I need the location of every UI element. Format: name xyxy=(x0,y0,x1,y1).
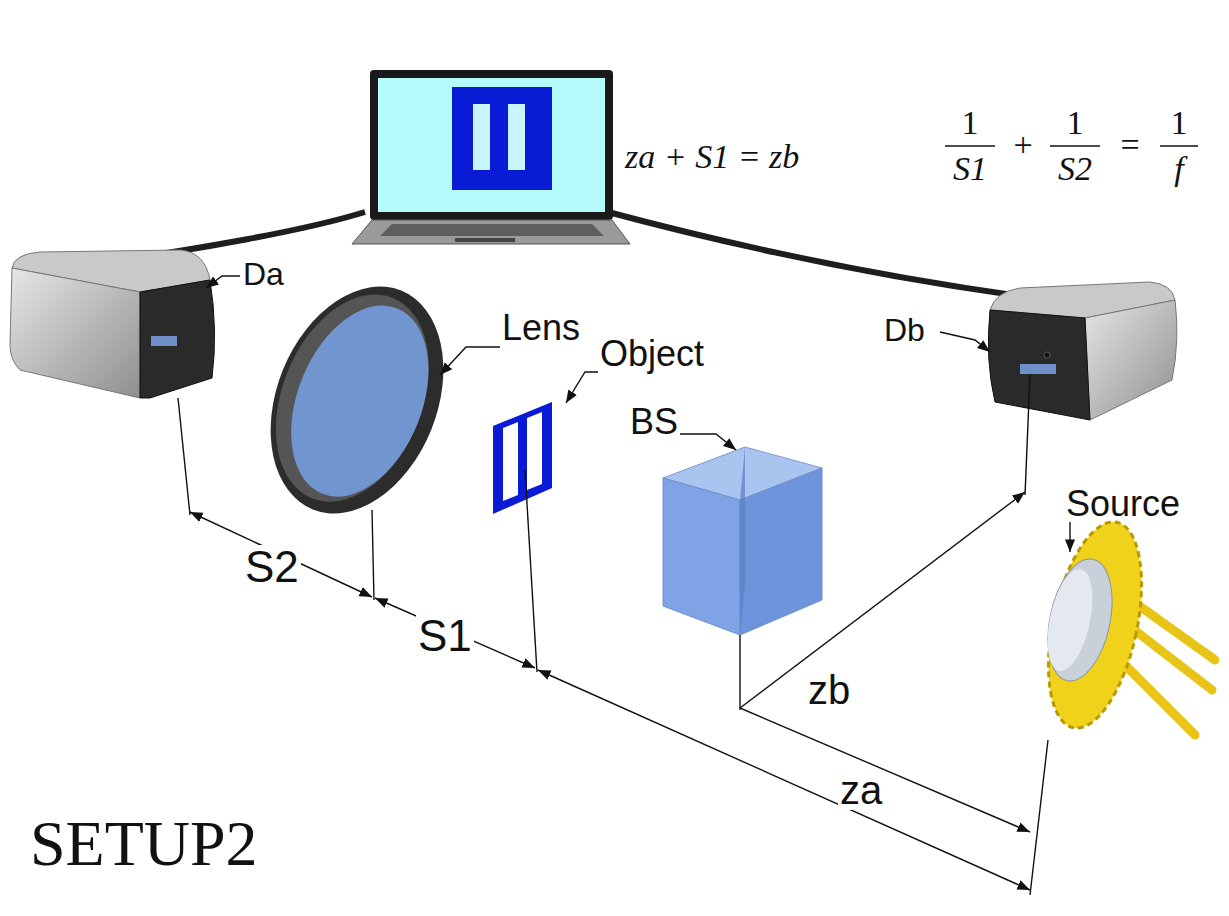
source-flange xyxy=(1032,514,1158,737)
dimension-label: S1 xyxy=(416,614,474,658)
laptop-screen xyxy=(378,78,605,212)
fraction-bar xyxy=(1160,145,1198,147)
dimension-label: za xyxy=(838,770,884,810)
cube-front xyxy=(663,478,740,635)
part-label: Source xyxy=(1066,486,1180,522)
equation-term: f xyxy=(1174,152,1183,186)
source-window xyxy=(1040,565,1101,675)
laptop-touchpad xyxy=(455,238,515,242)
cube-side xyxy=(740,468,822,635)
cable xyxy=(608,212,1035,298)
leader-line xyxy=(206,276,240,288)
lens-glass xyxy=(265,285,455,517)
laptop-bezel xyxy=(370,70,613,220)
beam-splitter xyxy=(663,447,822,635)
object-slit xyxy=(503,422,518,501)
extension-line xyxy=(525,470,537,672)
equation-term: 1 xyxy=(1067,106,1084,140)
equation-term: = xyxy=(1120,128,1139,162)
lens-rim-inner xyxy=(247,272,458,525)
camera-front xyxy=(140,280,215,398)
cube-diagonal xyxy=(740,447,745,635)
equation-term: 1 xyxy=(1171,106,1188,140)
fraction-bars xyxy=(945,145,1198,147)
extension-line xyxy=(1025,375,1030,495)
camera-sensor xyxy=(151,336,177,346)
leader-line xyxy=(566,372,598,403)
laptop xyxy=(352,70,630,244)
extension-line xyxy=(178,398,190,515)
laser-source xyxy=(1032,514,1215,737)
camera-da xyxy=(10,250,215,398)
dimension-line xyxy=(375,598,535,668)
object-slits xyxy=(493,402,552,514)
fraction-bar xyxy=(1050,145,1100,147)
camera-dot xyxy=(1044,352,1050,358)
camera-db xyxy=(988,282,1177,420)
part-label: Lens xyxy=(502,310,580,346)
dimension-line xyxy=(740,492,1025,708)
dimension-label: S2 xyxy=(243,545,301,589)
lens-rim xyxy=(239,261,476,540)
part-label: BS xyxy=(630,404,678,440)
setup-title: SETUP2 xyxy=(30,812,258,876)
equation-term: S2 xyxy=(1058,152,1092,186)
camera-front xyxy=(988,310,1090,420)
extension-line xyxy=(372,510,374,600)
equation: za + S1 = zb xyxy=(625,140,799,174)
part-label: Object xyxy=(600,336,704,372)
part-label: Da xyxy=(243,258,284,290)
extension-line xyxy=(1030,740,1048,895)
dimension-line xyxy=(740,708,1030,832)
object-slit xyxy=(527,412,542,490)
leader-line xyxy=(680,434,736,450)
object-frame xyxy=(493,402,552,514)
dimension-line xyxy=(538,670,1030,890)
dimension-lines xyxy=(178,276,1070,895)
camera-side xyxy=(10,268,140,398)
laptop-base xyxy=(352,220,630,244)
equation-term: + xyxy=(1013,128,1032,162)
leader-line xyxy=(440,347,500,375)
source-can xyxy=(1038,553,1122,687)
camera-side xyxy=(1085,300,1177,420)
camera-sensor xyxy=(1020,364,1056,374)
laptop-keyboard xyxy=(380,224,604,236)
leader-line xyxy=(940,332,990,352)
dimension-line xyxy=(190,512,372,597)
part-label: Db xyxy=(884,314,925,346)
image-slit xyxy=(473,104,490,170)
equation-term: S1 xyxy=(953,152,987,186)
screen-image xyxy=(452,87,552,190)
dimension-label: zb xyxy=(806,670,852,710)
lens xyxy=(239,261,476,540)
equation-term: 1 xyxy=(962,106,979,140)
image-slit xyxy=(508,104,525,170)
extension-line xyxy=(739,635,740,710)
fraction-bar xyxy=(945,145,995,147)
leader-line xyxy=(1069,522,1070,552)
